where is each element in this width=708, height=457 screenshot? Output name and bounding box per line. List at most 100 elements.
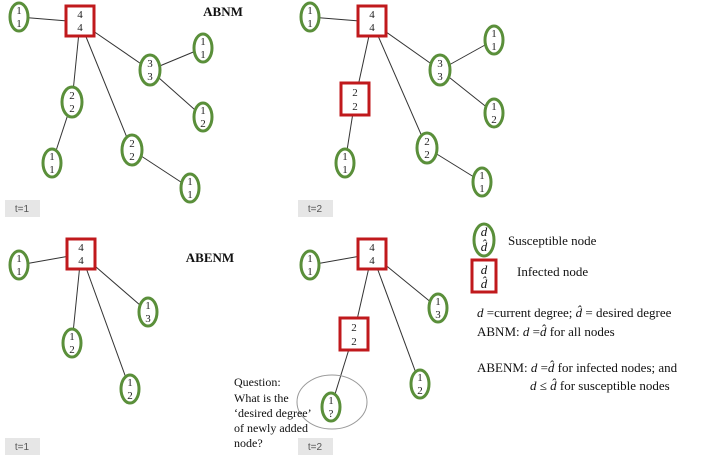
node-susceptible: 11 [8, 1, 30, 33]
svg-text:2: 2 [351, 336, 357, 348]
svg-text:1: 1 [16, 5, 22, 17]
edges [18, 253, 149, 390]
legend: d d̂ Susceptible node d d̂ Infected node… [470, 222, 678, 393]
svg-text:2: 2 [129, 138, 135, 150]
node-susceptible: 12 [192, 101, 214, 133]
svg-text:1: 1 [479, 170, 485, 182]
node-susceptible: 11 [471, 166, 493, 198]
node-susceptible: 11 [192, 32, 214, 64]
svg-text:Question:: Question: [234, 375, 281, 389]
svg-text:4: 4 [369, 22, 375, 34]
svg-text:1: 1 [49, 151, 55, 163]
svg-text:2: 2 [424, 136, 430, 148]
time-label: t=2 [308, 204, 323, 215]
svg-text:2: 2 [69, 344, 75, 356]
svg-text:1: 1 [16, 253, 22, 265]
node-susceptible: 12 [61, 327, 83, 359]
node-susceptible: 11 [8, 249, 30, 281]
panel-abnm-t1: 11 44 33 11 12 22 11 22 11 ABNM t=1 [5, 1, 243, 217]
svg-text:1: 1 [69, 331, 75, 343]
time-label: t=1 [15, 204, 30, 215]
time-badge [298, 438, 333, 455]
node-susceptible: 11 [483, 24, 505, 56]
svg-text:1: 1 [435, 296, 441, 308]
svg-text:2: 2 [352, 101, 358, 113]
svg-text:3: 3 [147, 58, 153, 70]
svg-text:2: 2 [129, 151, 135, 163]
panel-abnm-t2: 11 44 33 11 12 22 11 22 11 t=2 [298, 1, 505, 217]
svg-text:2: 2 [127, 390, 133, 402]
legend-infected-symbol: d d̂ [470, 258, 498, 294]
svg-text:d̂: d̂ [481, 276, 488, 291]
title-abenm: ABENM [186, 250, 234, 265]
svg-text:1: 1 [200, 49, 206, 61]
legend-abenm-rule: ABENM: d =d̂ for infected nodes; and [477, 360, 678, 375]
svg-text:1: 1 [49, 164, 55, 176]
svg-text:1: 1 [127, 377, 133, 389]
title-abnm: ABNM [203, 4, 243, 19]
time-badge [5, 200, 40, 217]
time-badge [298, 200, 333, 217]
svg-text:1: 1 [307, 266, 313, 278]
svg-text:What is the: What is the [234, 391, 289, 405]
node-infected: 22 [339, 81, 371, 117]
svg-text:3: 3 [147, 71, 153, 83]
node-infected: 44 [356, 237, 388, 271]
node-susceptible: 12 [119, 373, 141, 405]
time-badge [5, 438, 40, 455]
svg-text:2: 2 [352, 87, 358, 99]
node-susceptible: 11 [299, 1, 321, 33]
svg-text:1: 1 [479, 183, 485, 195]
svg-text:2: 2 [69, 90, 75, 102]
question-text: Question: What is the ‘desired degree’ o… [234, 375, 312, 450]
svg-text:d: d [481, 224, 488, 239]
question-highlight-circle [296, 374, 368, 430]
legend-abnm-rule: ABNM: d =d̂ for all nodes [477, 324, 615, 339]
svg-text:1: 1 [187, 189, 193, 201]
svg-text:3: 3 [145, 313, 151, 325]
time-label: t=1 [15, 442, 30, 453]
legend-susceptible-label: Susceptible node [508, 233, 597, 248]
svg-text:2: 2 [491, 114, 497, 126]
svg-text:1: 1 [307, 18, 313, 30]
node-susceptible: 13 [137, 296, 159, 328]
node-susceptible: 33 [428, 53, 452, 87]
svg-text:2: 2 [69, 103, 75, 115]
node-susceptible: 11 [179, 172, 201, 204]
edge [80, 253, 131, 390]
panel-abenm-t1: 11 44 13 12 12 ABENM t=1 [5, 237, 234, 455]
svg-text:1: 1 [491, 28, 497, 40]
svg-text:4: 4 [369, 242, 375, 254]
svg-text:1: 1 [187, 176, 193, 188]
node-infected: 22 [338, 316, 370, 352]
svg-text:d: d [481, 262, 488, 277]
svg-text:4: 4 [78, 242, 84, 254]
svg-text:‘desired degree’: ‘desired degree’ [234, 406, 312, 420]
node-susceptible: 12 [409, 368, 431, 400]
svg-text:?: ? [329, 408, 334, 420]
node-susceptible: 22 [415, 131, 439, 165]
svg-text:4: 4 [77, 9, 83, 21]
svg-text:1: 1 [16, 18, 22, 30]
legend-infected-label: Infected node [517, 264, 588, 279]
node-infected: 44 [65, 237, 97, 271]
svg-text:3: 3 [437, 71, 443, 83]
svg-text:1: 1 [200, 105, 206, 117]
svg-text:1: 1 [328, 395, 334, 407]
node-infected: 44 [356, 4, 388, 38]
svg-text:2: 2 [351, 322, 357, 334]
legend-susceptible-symbol: d d̂ [472, 222, 496, 258]
svg-text:1: 1 [307, 5, 313, 17]
svg-text:d̂: d̂ [481, 239, 488, 254]
panel-abenm-t2: 11 44 13 22 1? 12 t=2 Question: What is … [234, 237, 449, 455]
node-susceptible: 12 [483, 97, 505, 129]
node-susceptible: 13 [427, 292, 449, 324]
svg-text:4: 4 [77, 22, 83, 34]
edge [79, 21, 133, 151]
svg-text:2: 2 [200, 118, 206, 130]
svg-text:3: 3 [437, 58, 443, 70]
svg-text:1: 1 [16, 266, 22, 278]
svg-text:3: 3 [435, 309, 441, 321]
svg-text:node?: node? [234, 436, 263, 450]
